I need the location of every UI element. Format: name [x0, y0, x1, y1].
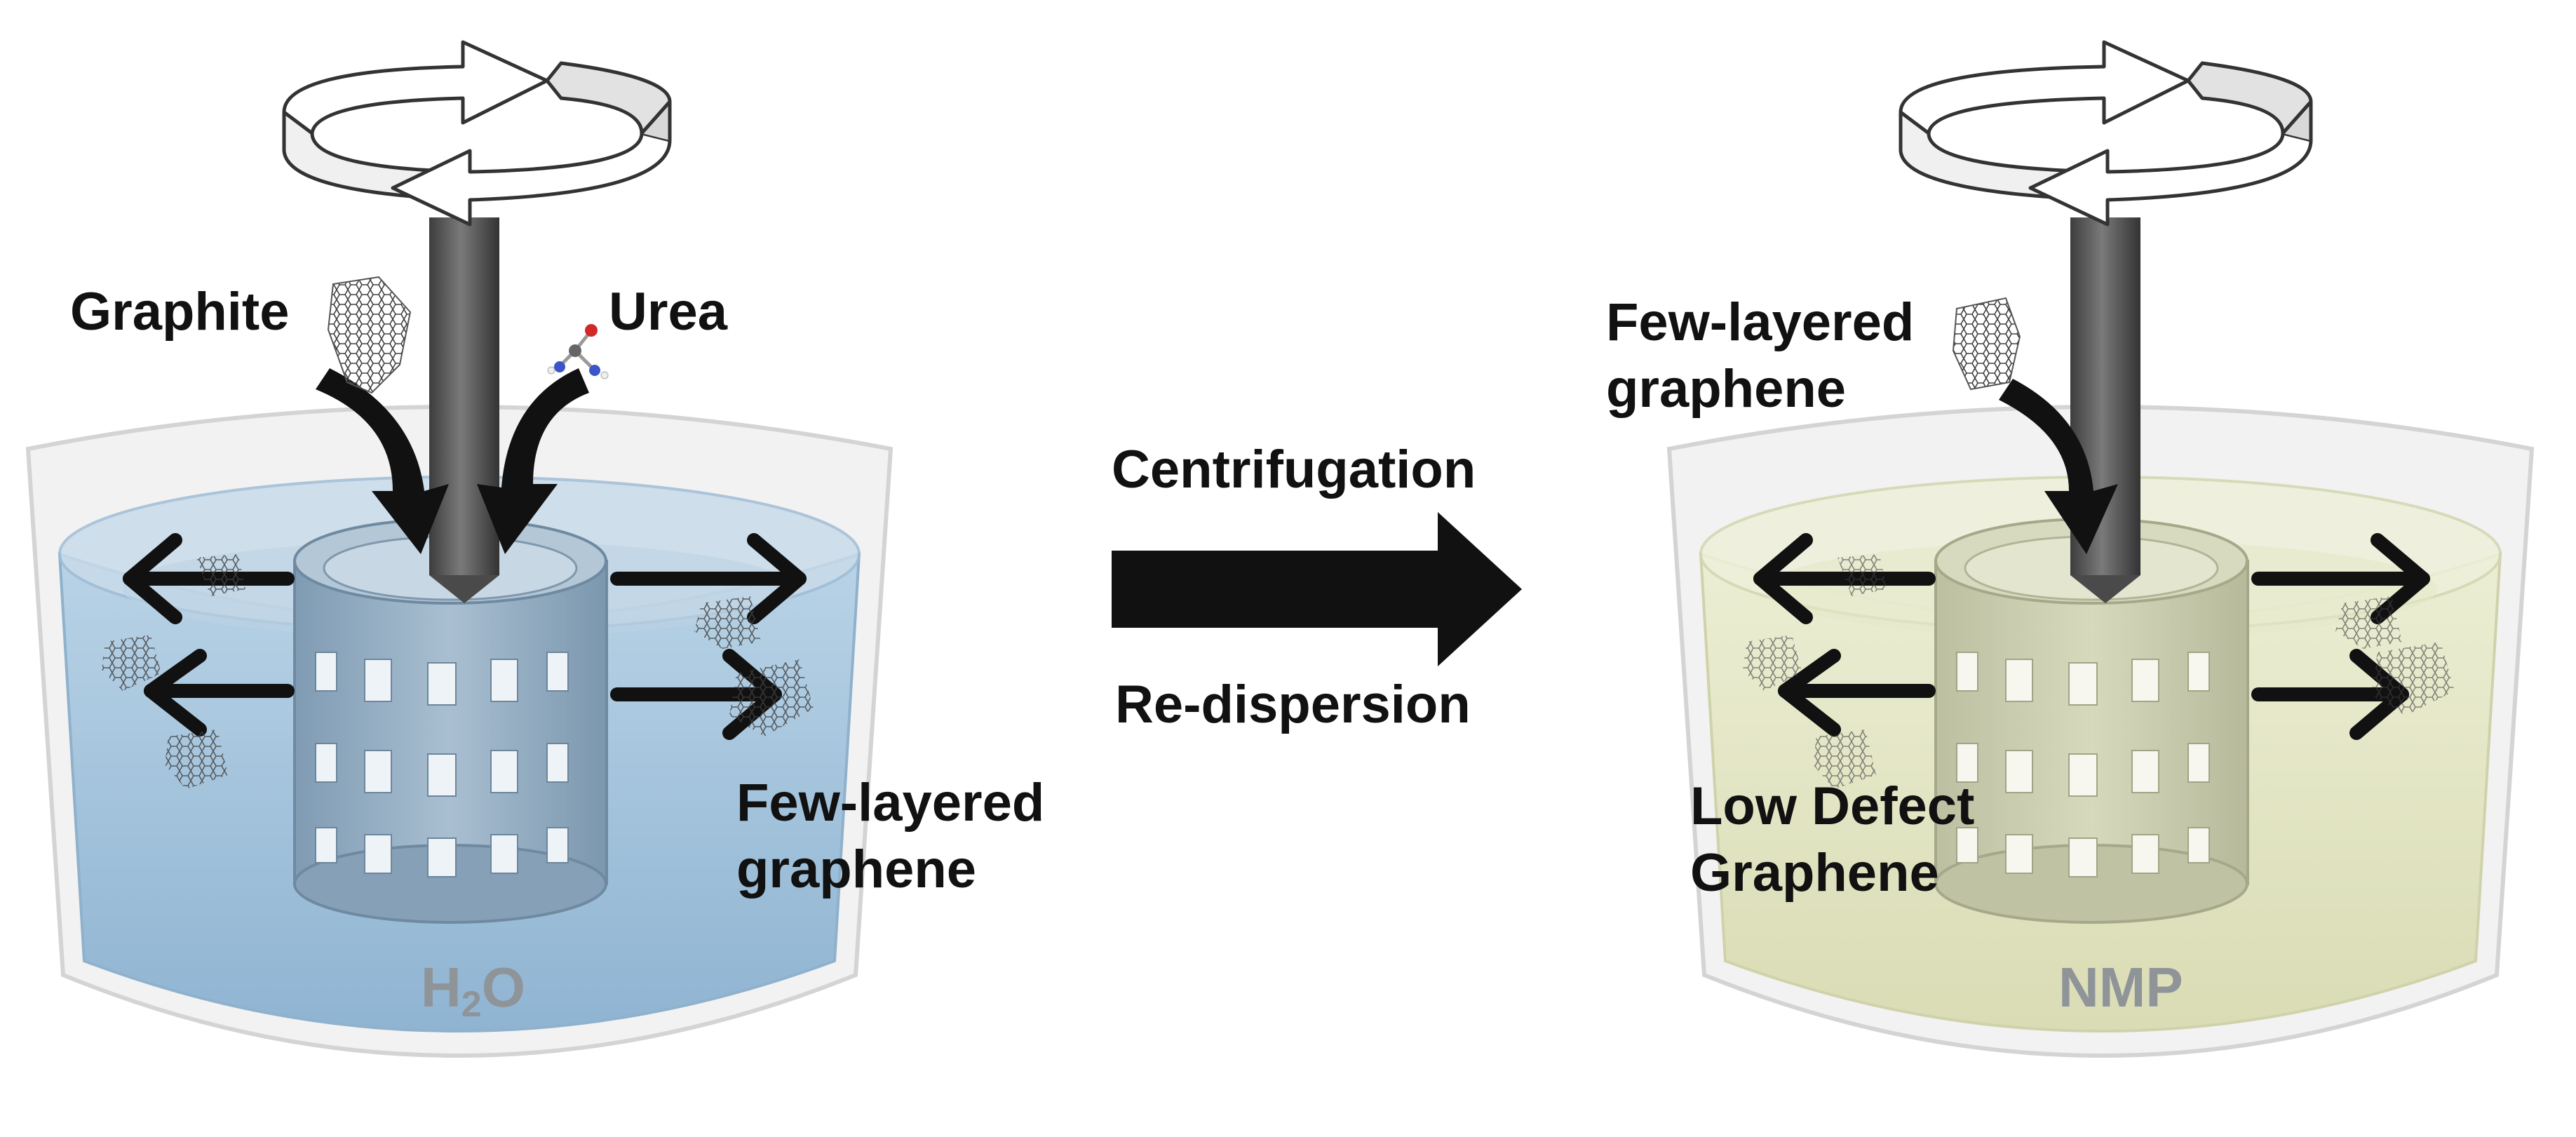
label-right-product-line2: Graphene — [1690, 843, 1939, 903]
left-rotation-ring-icon — [282, 40, 672, 227]
label-graphite: Graphite — [70, 282, 290, 342]
label-left-product-line2: graphene — [736, 840, 976, 899]
left-graphite-feed-arrow — [316, 368, 449, 554]
left-graphite-particle-icon — [327, 276, 412, 394]
left-urea-molecule-icon — [547, 324, 609, 379]
left-graphene-flakes — [102, 554, 814, 789]
label-centrifugation: Centrifugation — [1112, 440, 1476, 499]
right-graphene-flakes — [1743, 554, 2455, 789]
process-arrow-icon — [1112, 512, 1522, 666]
label-right-product-line1: Low Defect — [1690, 776, 1974, 836]
right-few-layer-graphene-particle-icon — [1952, 297, 2021, 391]
right-rotation-ring-icon — [1899, 40, 2313, 227]
label-re-dispersion: Re-dispersion — [1115, 675, 1471, 734]
label-left-product-line1: Few-layered — [736, 773, 1044, 833]
solvent-subscript-2: 2 — [461, 984, 482, 1025]
label-solvent-h2o: H2O — [421, 956, 525, 1025]
right-graphene-feed-arrow — [1999, 379, 2118, 554]
solvent-o: O — [482, 956, 525, 1018]
left-mixer-assembly — [25, 40, 893, 1058]
label-urea: Urea — [609, 282, 728, 342]
solvent-h: H — [421, 956, 461, 1018]
label-solvent-nmp: NMP — [2058, 956, 2183, 1018]
label-right-input-line2: graphene — [1606, 359, 1846, 419]
label-right-input-line1: Few-layered — [1606, 292, 1914, 352]
left-shaft — [429, 217, 499, 575]
right-mixer-assembly — [1666, 40, 2535, 1058]
left-urea-feed-arrow — [477, 368, 589, 554]
